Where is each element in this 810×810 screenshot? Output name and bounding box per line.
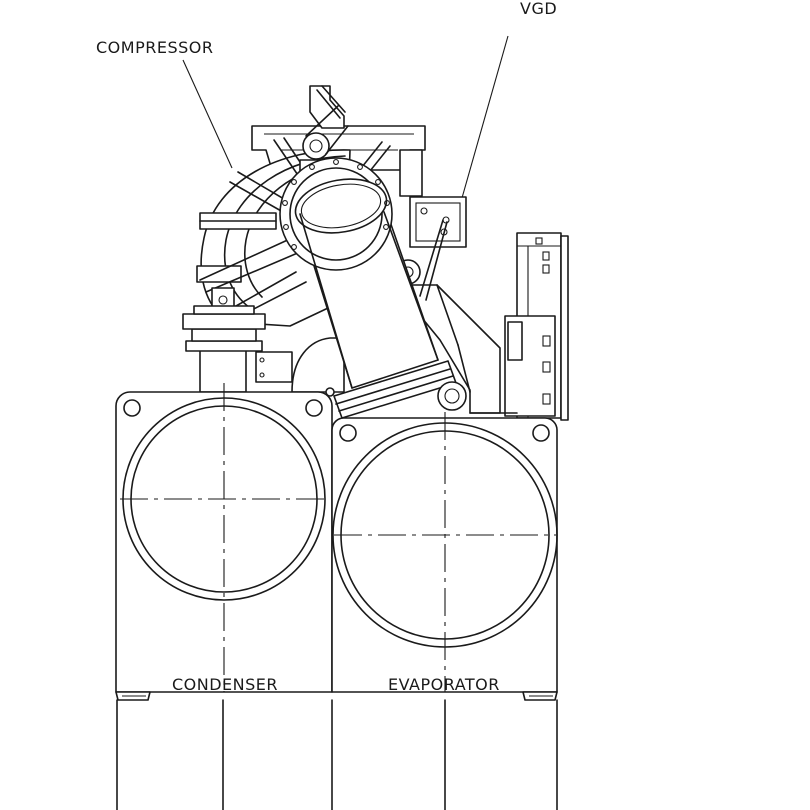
discharge-pipe (182, 305, 345, 393)
vgd-leader (459, 35, 509, 206)
compressor-leader (182, 59, 233, 169)
condenser-bolt (123, 399, 141, 417)
evaporator-label: EVAPORATOR (388, 675, 500, 694)
compressor-label: COMPRESSOR (96, 38, 213, 57)
control-panel (504, 232, 569, 421)
evaporator (331, 412, 558, 701)
vgd-label: VGD (520, 0, 557, 18)
condenser (115, 383, 333, 701)
suction-pipe (279, 157, 467, 419)
condenser-bolt (305, 399, 323, 417)
leader-lines (182, 35, 509, 206)
support-lines (116, 699, 558, 810)
condenser-label: CONDENSER (172, 675, 278, 694)
evaporator-bolt (339, 424, 357, 442)
evaporator-bolt (532, 424, 550, 442)
